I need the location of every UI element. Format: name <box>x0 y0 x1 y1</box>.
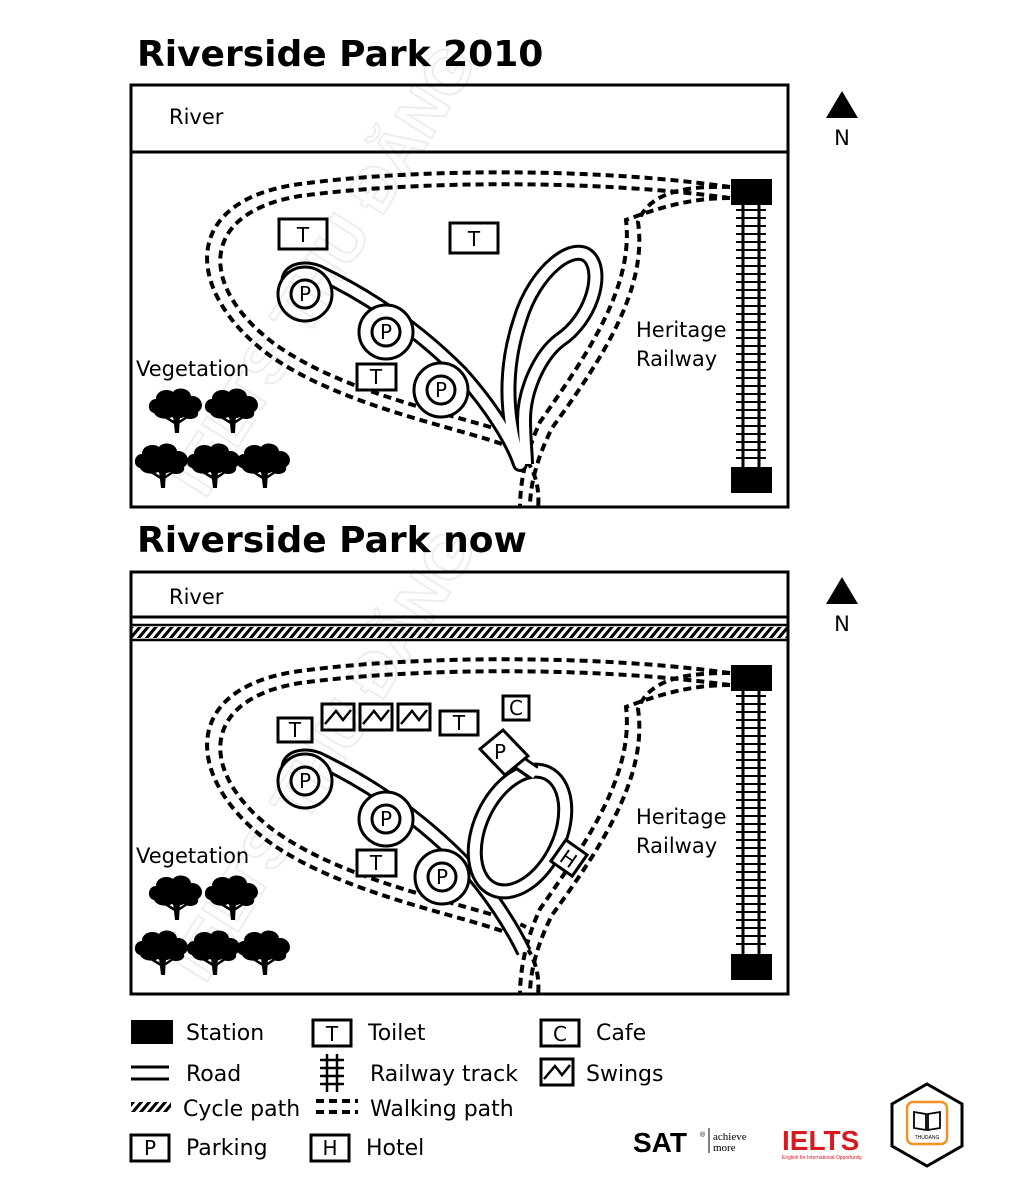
legend-hotel-label: Hotel <box>366 1136 424 1161</box>
svg-text:N: N <box>834 612 850 636</box>
legend-toilet-swatch <box>311 1018 353 1048</box>
heritage-label: Heritage <box>636 318 727 342</box>
legend-cafe-swatch <box>539 1018 581 1048</box>
parking-symbol: P <box>380 320 392 344</box>
svg-text:achieve: achieve <box>713 1131 747 1143</box>
station <box>731 467 772 493</box>
legend-railway-track-swatch <box>320 1054 344 1092</box>
legend-walking-path-swatch <box>316 1099 358 1114</box>
parking-symbol: P <box>299 282 311 306</box>
heritage-label: Heritage <box>636 805 727 829</box>
toilet-symbol: T <box>288 718 302 742</box>
svg-text:N: N <box>834 126 850 150</box>
legend-swings-label: Swings <box>586 1062 663 1087</box>
map-2010-frame <box>129 83 790 509</box>
toilet-symbol: T <box>296 223 310 247</box>
legend-parking-label: Parking <box>186 1136 268 1161</box>
thudang-badge-logo: THUDANG <box>890 1082 964 1168</box>
station <box>731 665 772 691</box>
legend: Station T Toilet C Cafe Road Railway tra… <box>129 1018 663 1163</box>
cycle-path <box>131 627 788 638</box>
legend-railway-track-label: Railway track <box>370 1062 518 1087</box>
parking-symbol: P <box>435 378 447 402</box>
cafe: C <box>501 694 531 722</box>
svg-text:SAT: SAT <box>633 1127 687 1158</box>
toilet-symbol: T <box>452 711 466 735</box>
ielts-logo: IELTS English for International Opportun… <box>782 1125 862 1161</box>
toilet-symbol: T <box>325 1022 339 1046</box>
cafe-symbol: C <box>553 1022 567 1046</box>
hotel: H <box>548 837 590 879</box>
toilet-symbol: T <box>369 851 383 875</box>
legend-walking-path-label: Walking path <box>370 1097 514 1122</box>
svg-text:IELTS: IELTS <box>782 1125 859 1156</box>
legend-road-label: Road <box>186 1062 241 1087</box>
svg-text:more: more <box>713 1142 736 1154</box>
toilets-2010: T T T <box>277 217 500 392</box>
north-arrow-icon: N <box>826 91 858 150</box>
legend-station-swatch <box>131 1020 173 1044</box>
hotel-symbol: H <box>322 1136 337 1160</box>
svg-text:®: ® <box>700 1131 706 1139</box>
sat-logo: SAT ® achieve more <box>633 1127 747 1158</box>
map-now-frame <box>129 570 790 996</box>
toilet-symbol: T <box>369 365 383 389</box>
legend-cycle-path-label: Cycle path <box>183 1097 300 1122</box>
railway-label: Railway <box>636 834 717 858</box>
river-label: River <box>169 105 224 129</box>
heritage-railway-now <box>731 665 772 980</box>
parking-symbol: P <box>299 769 311 793</box>
legend-parking-swatch <box>129 1133 171 1163</box>
road <box>280 244 604 472</box>
legend-station-label: Station <box>186 1021 264 1046</box>
legend-cycle-path-swatch <box>131 1102 171 1112</box>
heritage-railway-2010 <box>731 179 772 493</box>
swings <box>320 702 432 732</box>
map-now-title: Riverside Park now <box>137 520 527 561</box>
parking-circles-now: P P P <box>276 752 471 906</box>
legend-swings-swatch <box>539 1057 575 1087</box>
map-2010: River P P P T <box>129 83 858 509</box>
railway-label: Railway <box>636 347 717 371</box>
vegetation-label: Vegetation <box>136 357 249 381</box>
legend-hotel-swatch <box>309 1133 351 1163</box>
new-parking-lot: P <box>477 727 531 778</box>
station <box>731 954 772 980</box>
parking-circles-2010: P P P <box>276 265 470 419</box>
river-label: River <box>169 585 224 609</box>
parking-symbol: P <box>494 740 506 764</box>
toilet-symbol: T <box>467 227 481 251</box>
legend-cafe-label: Cafe <box>596 1021 646 1046</box>
map-2010-title: Riverside Park 2010 <box>137 34 544 75</box>
map-now: River P P P <box>129 570 858 996</box>
toilets-now: T T T <box>276 709 480 878</box>
parking-symbol: P <box>144 1136 156 1160</box>
svg-text:English for International Oppo: English for International Opportunity <box>782 1155 862 1161</box>
station <box>731 179 772 205</box>
north-arrow-icon: N <box>826 577 858 636</box>
vegetation-label: Vegetation <box>136 844 249 868</box>
legend-toilet-label: Toilet <box>367 1021 426 1046</box>
cafe-symbol: C <box>509 696 523 720</box>
parking-symbol: P <box>380 807 392 831</box>
parking-symbol: P <box>436 865 448 889</box>
svg-text:THUDANG: THUDANG <box>915 1135 940 1141</box>
